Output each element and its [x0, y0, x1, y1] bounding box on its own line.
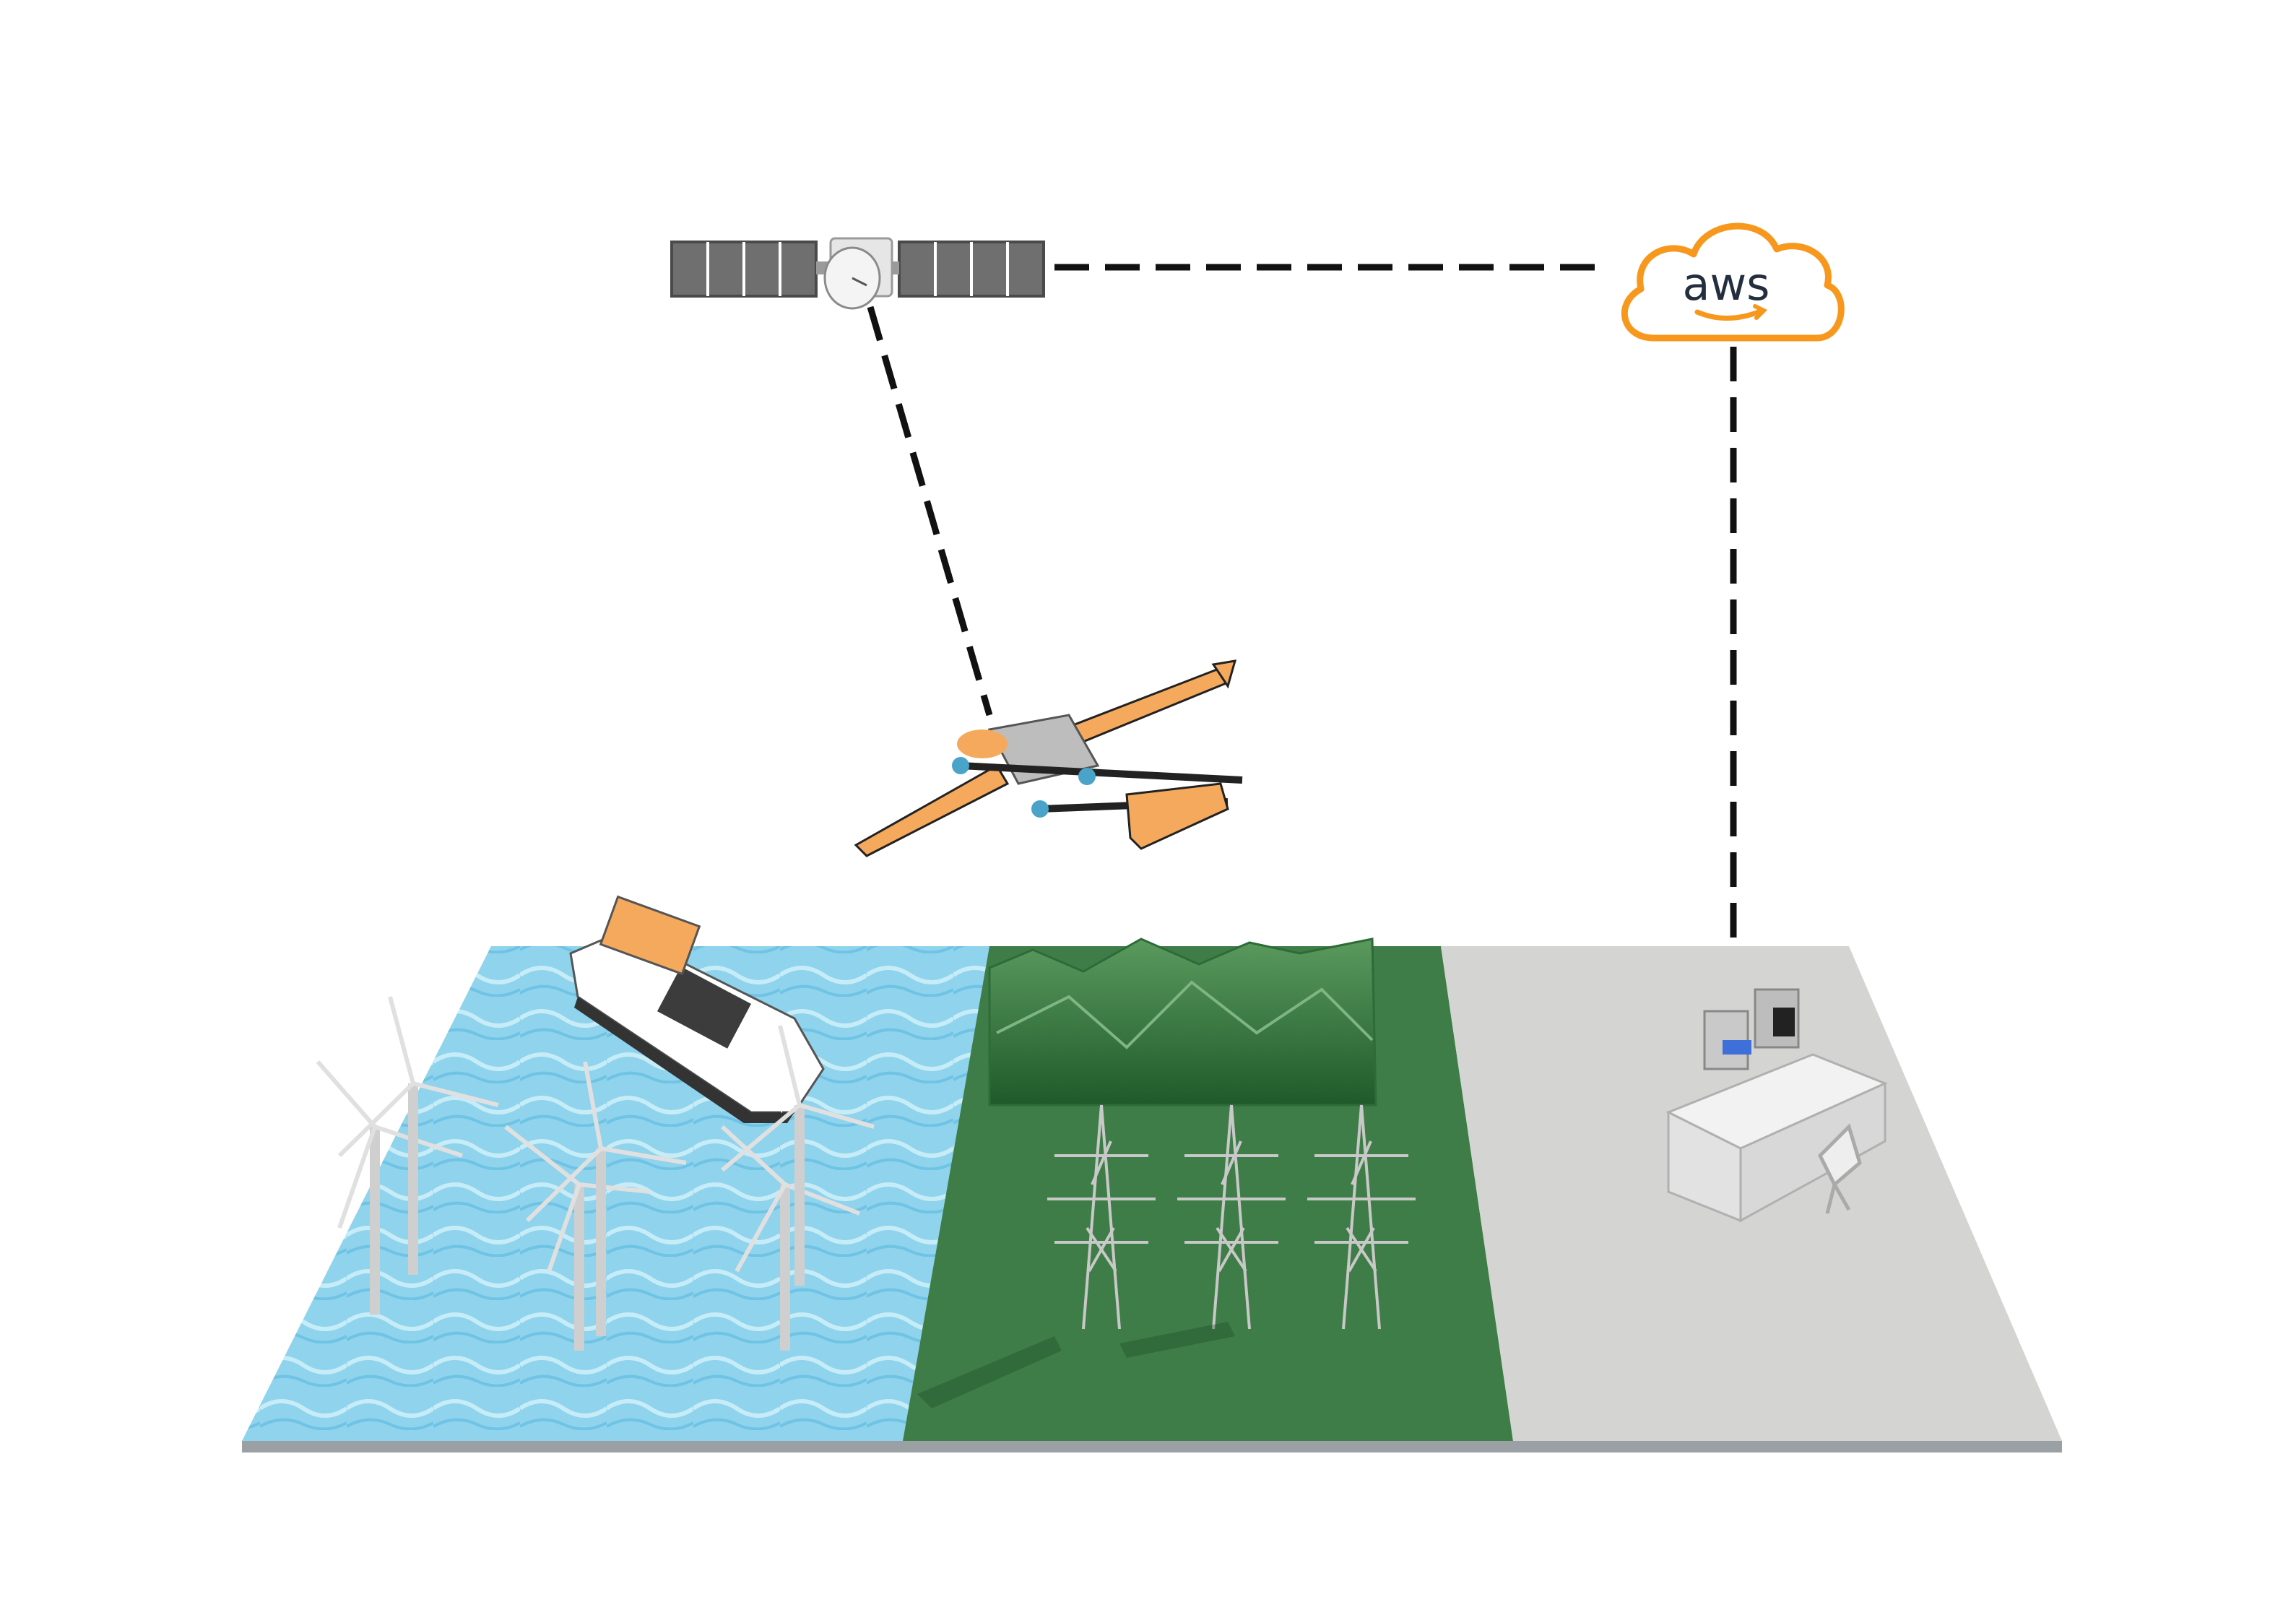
aws-smile [1694, 308, 1765, 321]
wind-turbine-icon [316, 996, 875, 1351]
turbine-6 [721, 1025, 875, 1286]
office-chair [1817, 1123, 1862, 1214]
aws-cloud-outline [1621, 222, 1845, 342]
links [867, 264, 1737, 990]
drone-wing-right [1060, 667, 1230, 749]
turbine-3 [504, 1125, 651, 1351]
drone-shadow [917, 1322, 1235, 1408]
drone-wing-left [854, 763, 1010, 857]
drone-icon [854, 659, 1243, 857]
cloud-icon: aws [1621, 222, 1845, 342]
link-satellite-drone [867, 306, 993, 716]
turbine-4 [525, 1061, 687, 1336]
mountain-icon [988, 938, 1377, 1107]
ship-icon: MAERSK [569, 895, 825, 1123]
pylon-1 [1047, 1104, 1156, 1330]
pylon-2 [1177, 1104, 1286, 1330]
plane-edge [242, 1441, 2062, 1452]
pylon-3 [1307, 1104, 1416, 1330]
workstation-icon [1665, 988, 1888, 1223]
turbine-5 [720, 1125, 861, 1351]
aws-logo-text: aws [1682, 258, 1769, 311]
ship-bridge [599, 895, 701, 976]
pylon-icon [1047, 1104, 1416, 1330]
drone-tail [1125, 782, 1229, 850]
turbine-2 [337, 996, 499, 1275]
satellite-icon [670, 237, 1045, 310]
turbine-1 [316, 1060, 463, 1315]
